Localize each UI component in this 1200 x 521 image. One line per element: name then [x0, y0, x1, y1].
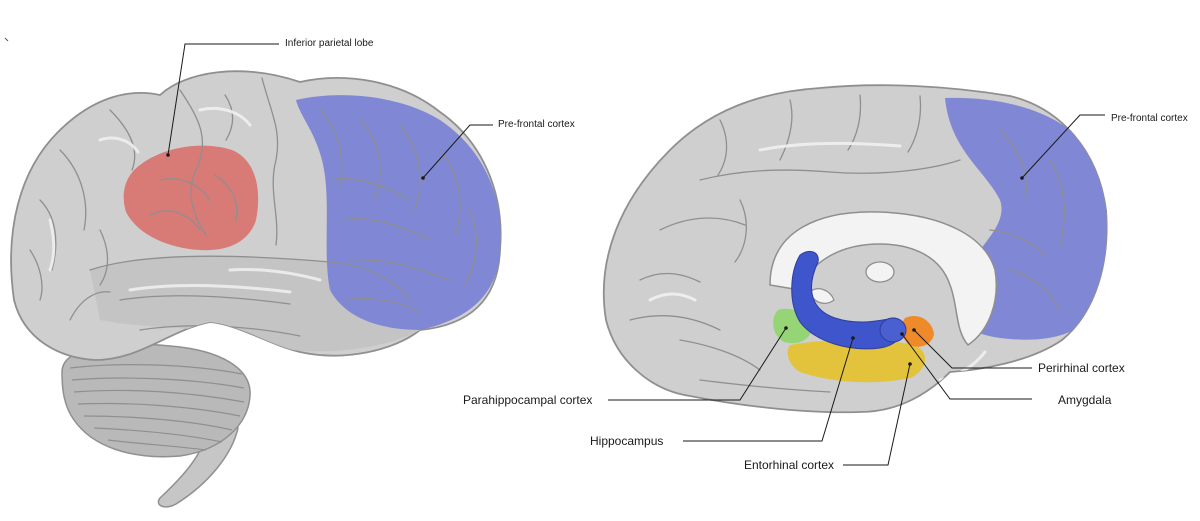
- leader-hippocampus: [683, 337, 854, 442]
- stray-mark: [4, 37, 9, 42]
- leader-dots: [166, 153, 1024, 366]
- leader-lines: [167, 43, 1105, 466]
- amygdala-region: [879, 317, 907, 343]
- label-hippocampus: Hippocampus: [590, 434, 664, 448]
- prefrontal-cortex-lateral-region: [296, 95, 501, 330]
- perirhinal-cortex-region: [901, 315, 934, 347]
- thalamic-adhesion: [865, 261, 895, 283]
- cortical-sulci-medial: [629, 94, 1065, 393]
- leader-amygdala: [901, 333, 1032, 400]
- leader-perirhinal: [913, 329, 1032, 369]
- label-inferior-parietal-lobe: Inferior parietal lobe: [285, 38, 374, 49]
- cortical-sulci-lateral: [29, 77, 477, 337]
- label-perirhinal-cortex: Perirhinal cortex: [1038, 361, 1125, 375]
- cerebellum-folia: [69, 364, 245, 451]
- fornix: [809, 288, 835, 304]
- entorhinal-cortex-region: [787, 339, 926, 383]
- medial-brain: [602, 84, 1108, 414]
- gyrus-highlights-lateral: [48, 106, 322, 294]
- leader-prefrontal-medial: [1021, 114, 1105, 179]
- lateral-brain: [10, 70, 502, 508]
- label-parahippocampal-cortex: Parahippocampal cortex: [463, 393, 593, 407]
- cerebellum: [61, 343, 251, 458]
- label-amygdala: Amygdala: [1058, 393, 1112, 407]
- leader-prefrontal-lateral: [422, 124, 493, 179]
- corpus-callosum: [769, 211, 997, 346]
- leader-parahippocampal: [608, 327, 787, 401]
- label-prefrontal-cortex-lateral: Pre-frontal cortex: [498, 119, 575, 130]
- leader-inferior-parietal-lobe: [167, 43, 279, 156]
- label-prefrontal-cortex-medial: Pre-frontal cortex: [1111, 113, 1188, 124]
- label-entorhinal-cortex: Entorhinal cortex: [744, 458, 835, 472]
- leader-entorhinal: [843, 363, 911, 466]
